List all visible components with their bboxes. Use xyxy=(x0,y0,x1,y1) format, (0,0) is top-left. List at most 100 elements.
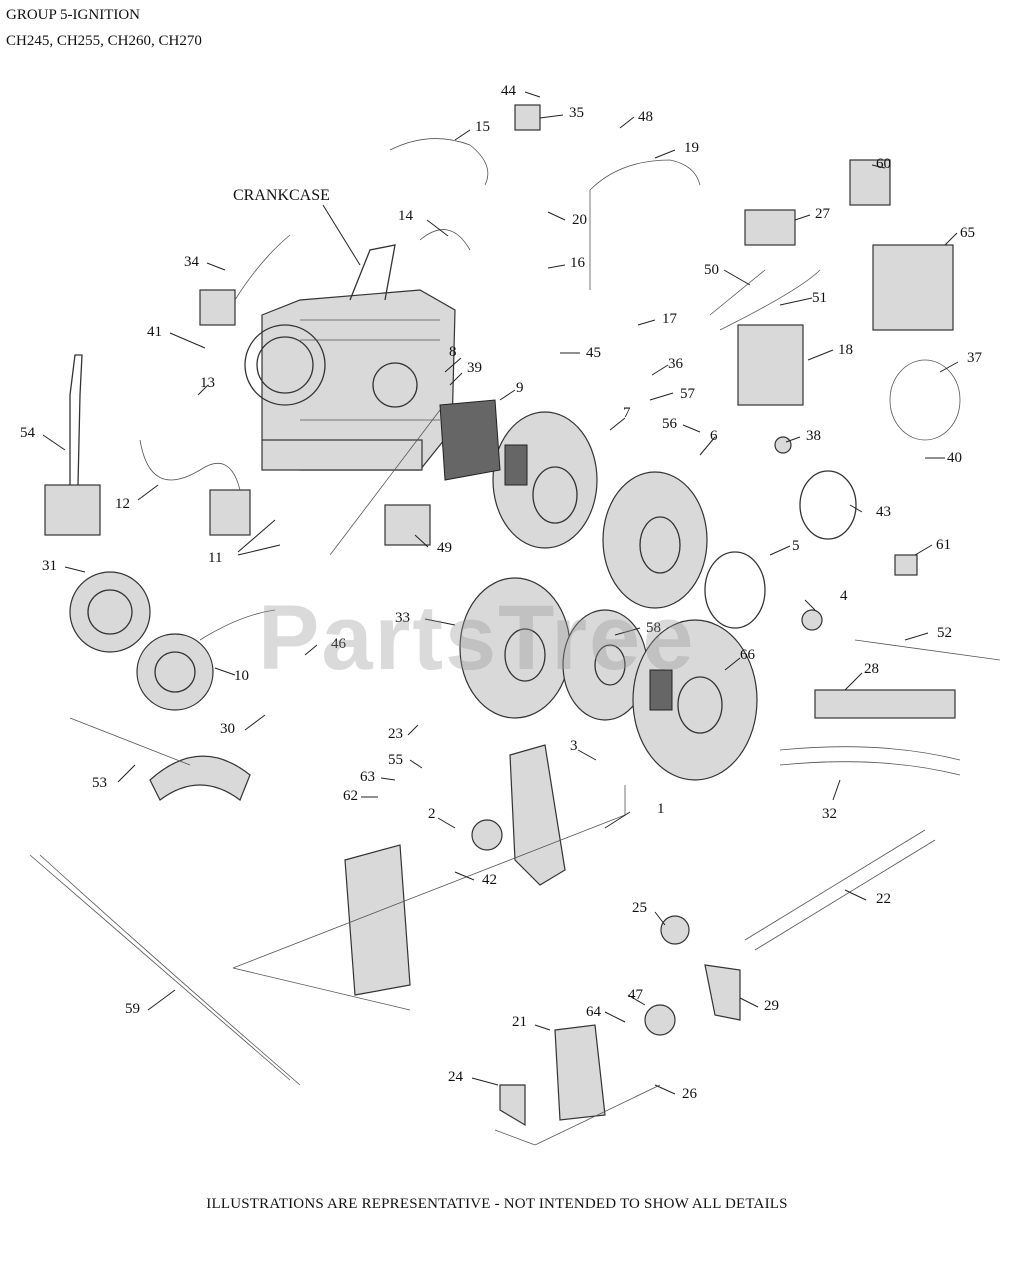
callout-26: 26 xyxy=(682,1086,698,1102)
wire-52 xyxy=(854,639,1001,661)
crankcase-label: CRANKCASE xyxy=(233,187,330,204)
callout-15: 15 xyxy=(475,119,490,135)
callout-7: 7 xyxy=(623,405,631,421)
callout-32: 32 xyxy=(822,806,837,822)
harness-22 xyxy=(744,829,936,951)
callout-23: 23 xyxy=(388,726,403,742)
callout-leaders xyxy=(42,91,959,1095)
fan-6 xyxy=(602,471,708,609)
stator-31 xyxy=(69,571,151,653)
callout-44: 44 xyxy=(501,83,517,99)
oil-sensor-34 xyxy=(199,234,291,326)
ignition-coil-12 xyxy=(139,439,251,536)
callout-56: 56 xyxy=(662,416,678,432)
wire-harness-37 xyxy=(889,359,961,441)
callout-63: 63 xyxy=(360,769,375,785)
callout-9: 9 xyxy=(516,380,524,396)
callout-47: 47 xyxy=(628,987,644,1003)
rectifier-60 xyxy=(849,159,891,206)
screen-43 xyxy=(799,470,857,540)
callout-45: 45 xyxy=(586,345,601,361)
ignition-module-9 xyxy=(439,399,501,481)
callout-50: 50 xyxy=(704,262,719,278)
callout-30: 30 xyxy=(220,721,235,737)
regulator-65 xyxy=(872,244,954,331)
callout-29: 29 xyxy=(764,998,779,1014)
callout-21: 21 xyxy=(512,1014,527,1030)
callout-31: 31 xyxy=(42,558,57,574)
switch-panel-26 xyxy=(494,915,741,1146)
regulator-18 xyxy=(737,324,804,406)
grommet-38 xyxy=(774,436,792,454)
callout-65: 65 xyxy=(960,225,975,241)
callout-25: 25 xyxy=(632,900,647,916)
callout-51: 51 xyxy=(812,290,827,306)
wire-51 xyxy=(719,269,821,331)
wire-14 xyxy=(419,229,471,251)
screen-5 xyxy=(704,551,766,629)
callout-34: 34 xyxy=(184,254,200,270)
callout-19: 19 xyxy=(684,140,699,156)
callout-61: 61 xyxy=(936,537,951,553)
nut-4 xyxy=(801,609,823,631)
callout-52: 52 xyxy=(937,625,952,641)
switch-61 xyxy=(894,554,918,576)
control-panel-assembly-1 xyxy=(232,744,626,1011)
wire-19 xyxy=(589,159,701,290)
callout-10: 10 xyxy=(234,668,249,684)
callout-16: 16 xyxy=(570,255,586,271)
callout-1: 1 xyxy=(657,801,665,817)
battery-cable-28 xyxy=(814,689,956,719)
callout-14: 14 xyxy=(398,208,414,224)
callout-42: 42 xyxy=(482,872,497,888)
callout-59: 59 xyxy=(125,1001,140,1017)
wire-15 xyxy=(389,138,489,186)
wire-50 xyxy=(709,269,766,316)
callout-18: 18 xyxy=(838,342,853,358)
callout-49: 49 xyxy=(437,540,452,556)
callout-6: 6 xyxy=(710,428,718,444)
callout-22: 22 xyxy=(876,891,891,907)
callout-4: 4 xyxy=(840,588,848,604)
callout-35: 35 xyxy=(569,105,584,121)
callout-54: 54 xyxy=(20,425,36,441)
callout-labels: 1234567891011121314151617181920212223242… xyxy=(20,83,983,1102)
callout-11: 11 xyxy=(208,550,222,566)
callout-20: 20 xyxy=(572,212,587,228)
footer-disclaimer: ILLUSTRATIONS ARE REPRESENTATIVE - NOT I… xyxy=(206,1196,788,1212)
callout-55: 55 xyxy=(388,752,403,768)
cover-27 xyxy=(744,209,796,246)
ignition-module-54 xyxy=(44,354,101,536)
callout-5: 5 xyxy=(792,538,800,554)
callout-33: 33 xyxy=(395,610,410,626)
callout-48: 48 xyxy=(638,109,653,125)
callout-36: 36 xyxy=(668,356,684,372)
harness-59 xyxy=(29,854,301,1086)
callout-60: 60 xyxy=(876,156,891,172)
callout-58: 58 xyxy=(646,620,661,636)
callout-64: 64 xyxy=(586,1004,602,1020)
callout-62: 62 xyxy=(343,788,358,804)
callout-41: 41 xyxy=(147,324,162,340)
callout-43: 43 xyxy=(876,504,891,520)
callout-66: 66 xyxy=(740,647,756,663)
callout-57: 57 xyxy=(680,386,696,402)
harness-32 xyxy=(779,746,961,776)
stator-53 xyxy=(69,717,251,801)
flywheel-33 xyxy=(459,577,571,719)
flywheel-7 xyxy=(492,411,598,549)
callout-2: 2 xyxy=(428,806,436,822)
callout-40: 40 xyxy=(947,450,962,466)
model-list: CH245, CH255, CH260, CH270 xyxy=(6,33,202,49)
watermark-logo: PartsTree xyxy=(258,587,696,689)
crankcase-drawing xyxy=(244,244,456,471)
group-title: GROUP 5-IGNITION xyxy=(6,7,141,23)
callout-39: 39 xyxy=(467,360,482,376)
callout-3: 3 xyxy=(570,738,578,754)
callout-38: 38 xyxy=(806,428,821,444)
stator-10 xyxy=(136,609,276,711)
callout-8: 8 xyxy=(449,344,457,360)
callout-27: 27 xyxy=(815,206,831,222)
ignition-module-49 xyxy=(329,409,441,556)
